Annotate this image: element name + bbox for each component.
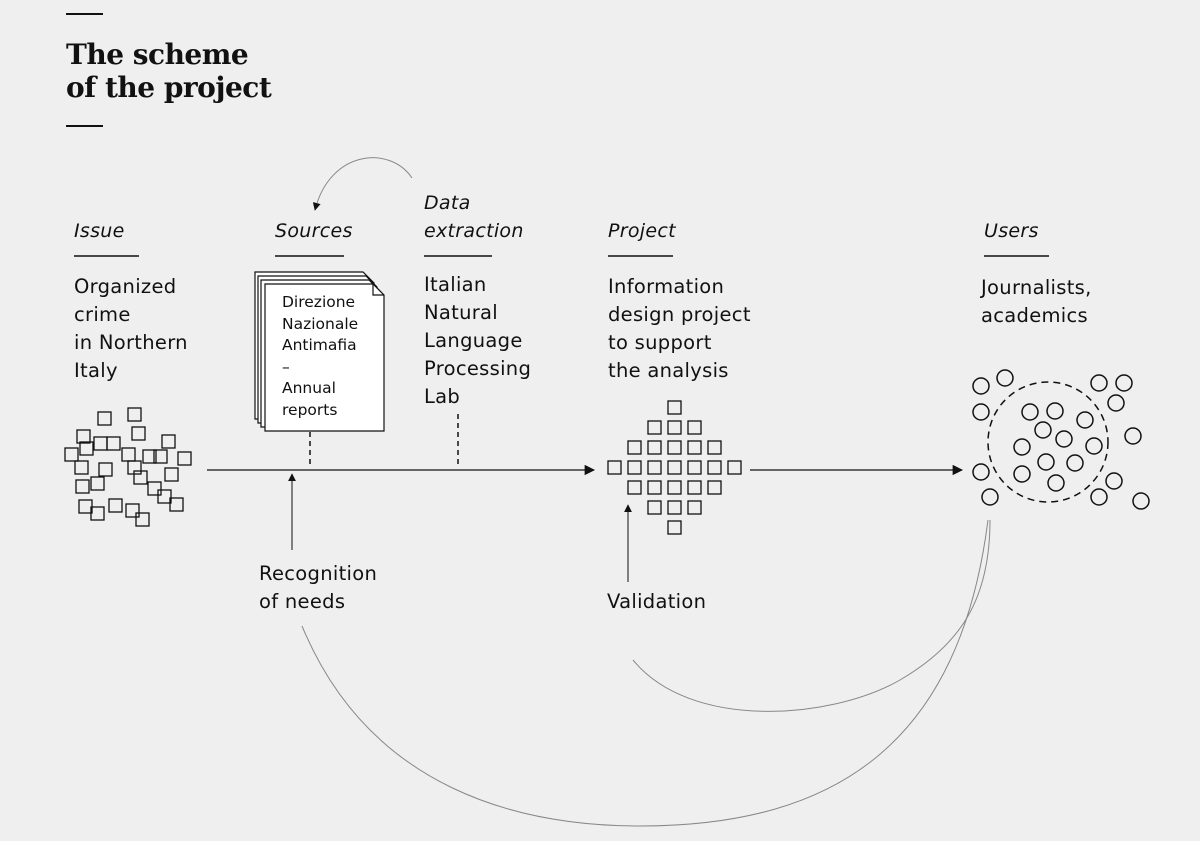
title-line-2: of the project [66,71,272,104]
issue-line-3: in Northern [74,331,188,354]
sources-document-text: Direzione Nazionale Antimafia – Annual r… [282,292,374,421]
issue-description: Organized crime in Northern Italy [74,273,188,385]
issue-heading: Issue [74,217,125,245]
project-heading-label: Project [608,220,676,242]
extraction-line-5: Lab [424,385,461,408]
issue-line-4: Italy [74,359,118,382]
data-extraction-heading-line-1: Data [424,192,471,214]
users-dashed-boundary [987,381,1109,503]
validation-feedback-curve [632,519,991,712]
issue-line-2: crime [74,303,131,326]
data-extraction-heading-line-2: extraction [424,220,524,242]
recognition-feedback-curve [301,519,989,827]
extraction-line-4: Processing [424,357,532,380]
data-extraction-heading: Data extraction [424,189,524,245]
doc-line-3: Antimafia [282,336,357,354]
users-heading: Users [984,217,1039,245]
users-circles [972,369,1150,510]
users-heading-label: Users [984,220,1039,242]
project-description: Information design project to support th… [608,273,751,385]
diagram-title: The scheme of the project [66,38,272,104]
doc-line-2: Nazionale [282,314,359,333]
issue-scatter-squares [64,407,192,527]
sources-heading: Sources [275,217,353,245]
recognition-line-1: Recognition [259,562,378,585]
doc-line-5: Annual [282,379,336,397]
recognition-line-2: of needs [259,590,346,613]
project-line-2: design project [608,303,751,326]
project-line-3: to support [608,331,712,354]
document-stack-icon [254,271,385,432]
extraction-line-2: Natural [424,301,499,324]
extraction-line-1: Italian [424,273,487,296]
users-line-2: academics [981,304,1088,327]
project-line-4: the analysis [608,359,729,382]
project-heading: Project [608,217,676,245]
doc-line-4: – [282,357,290,376]
doc-line-6: reports [282,400,338,419]
data-extraction-description: Italian Natural Language Processing Lab [424,271,531,411]
sources-heading-label: Sources [275,220,353,242]
recognition-label: Recognition of needs [259,560,377,616]
extraction-to-sources-curve [312,157,413,211]
validation-line: Validation [607,590,707,613]
validation-label: Validation [607,588,706,616]
title-rule-top [66,13,103,15]
extraction-line-3: Language [424,329,523,352]
project-grid-squares [607,400,742,535]
users-line-1: Journalists, [981,276,1092,299]
issue-line-1: Organized [74,275,177,298]
project-line-1: Information [608,275,725,298]
issue-heading-label: Issue [74,220,125,242]
title-rule-bottom [66,125,103,127]
title-line-1: The scheme [66,38,249,71]
doc-line-1: Direzione [282,293,356,311]
users-description: Journalists, academics [981,274,1092,330]
